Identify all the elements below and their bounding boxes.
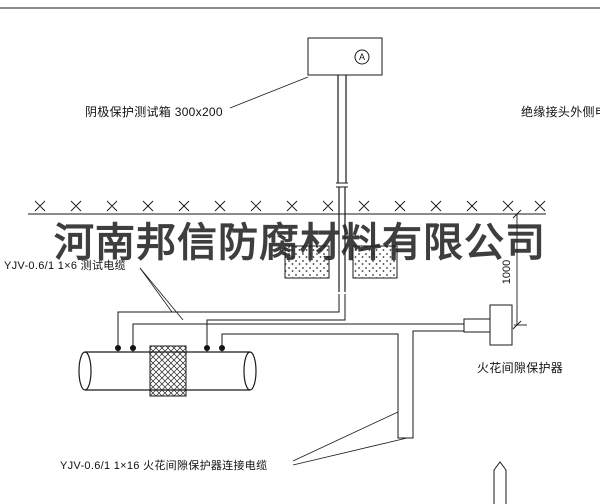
spark-gap-protector-label: 火花间隙保护器: [477, 361, 564, 375]
concrete-blocks: [284, 245, 398, 279]
ammeter-letter: A: [358, 52, 365, 62]
ground-hatch-marks: [34, 200, 546, 212]
company-watermark: 河南邦信防腐材料有限公司: [54, 220, 546, 265]
spark-gap-cable-label: YJV-0.6/1 1×16 火花间隙保护器连接电缆: [60, 460, 268, 472]
insulating-joint: [149, 345, 187, 397]
conduit-riser: [336, 75, 348, 292]
test-cables: [117, 294, 346, 345]
spark-gap-cables: [132, 323, 464, 439]
terminal-stems: [117, 348, 223, 352]
bottom-right-symbol: [493, 461, 507, 504]
spark-gap-protector-symbol: [463, 304, 513, 346]
ammeter-circle-icon: [354, 49, 370, 65]
test-box-label: 阴极保护测试箱 300x200: [85, 105, 223, 119]
dimension-line: [512, 209, 527, 330]
leader-lines: [139, 76, 408, 466]
test-cable-label: YJV-0.6/1 1×6 测试电缆: [4, 260, 126, 272]
test-box-symbol: [307, 37, 383, 76]
insulation-joint-cable-label: 绝缘接头外侧电缆: [521, 105, 600, 119]
